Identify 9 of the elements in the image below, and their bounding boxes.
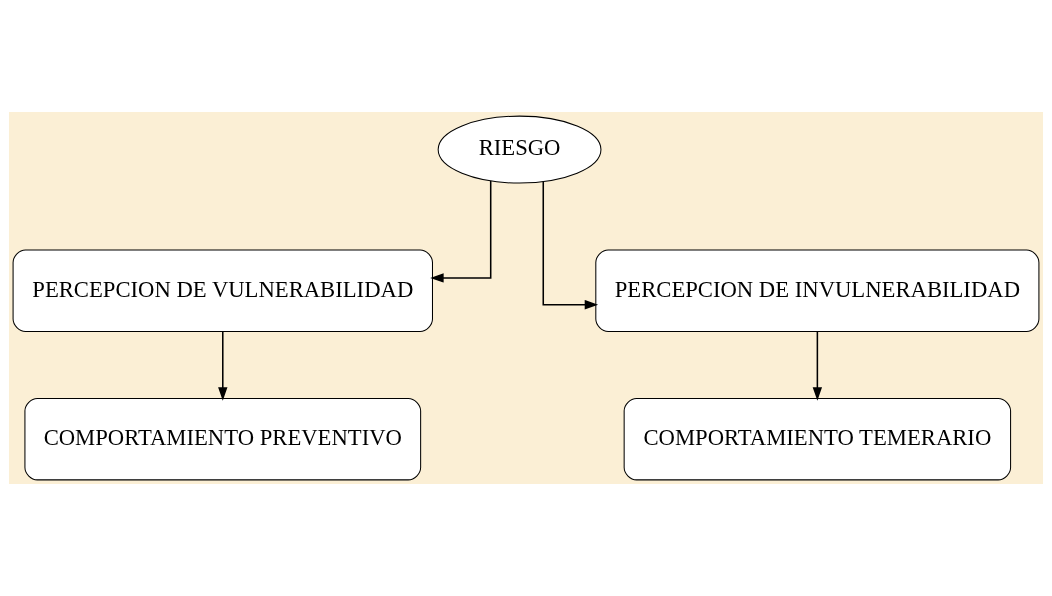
node-ellipse: RIESGO [437, 115, 602, 184]
arrow [542, 180, 599, 310]
node-box: PERCEPCION DE INVULNERABILIDAD [595, 249, 1040, 332]
node-box: COMPORTAMIENTO PREVENTIVO [24, 397, 422, 481]
arrow [218, 330, 228, 401]
node-box: PERCEPCION DE VULNERABILIDAD [12, 249, 433, 332]
arrow [812, 330, 823, 401]
node-box: COMPORTAMIENTO TEMERARIO [623, 397, 1012, 481]
arrow [430, 180, 492, 283]
